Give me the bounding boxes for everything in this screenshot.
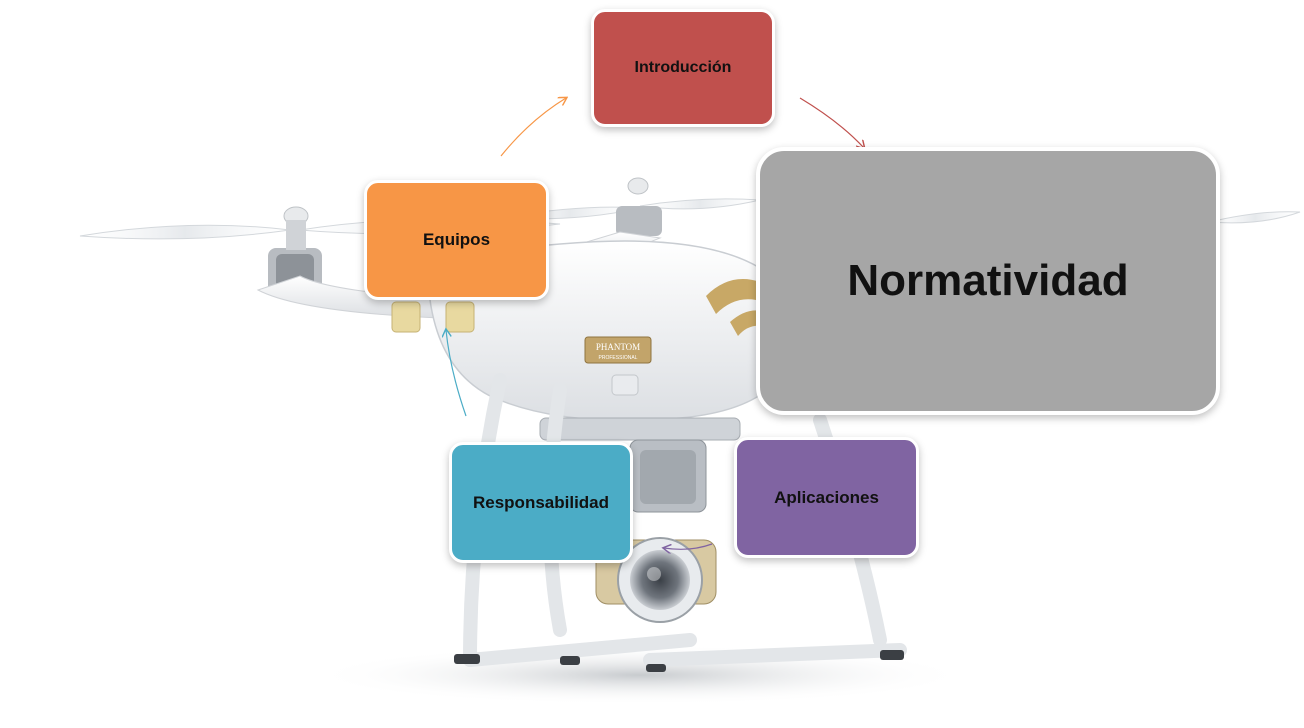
brand-plate: PHANTOM PROFESSIONAL (584, 336, 652, 364)
node-responsabilidad[interactable]: Responsabilidad (449, 442, 633, 563)
node-equipos[interactable]: Equipos (364, 180, 549, 300)
node-introduccion[interactable]: Introducción (591, 9, 775, 127)
node-aplicaciones[interactable]: Aplicaciones (734, 437, 919, 558)
node-normatividad[interactable]: Normatividad (756, 147, 1220, 415)
svg-text:PHANTOM: PHANTOM (596, 342, 640, 352)
svg-text:PROFESSIONAL: PROFESSIONAL (599, 355, 638, 361)
gold-stripe (706, 279, 760, 314)
gimbal (539, 417, 741, 623)
